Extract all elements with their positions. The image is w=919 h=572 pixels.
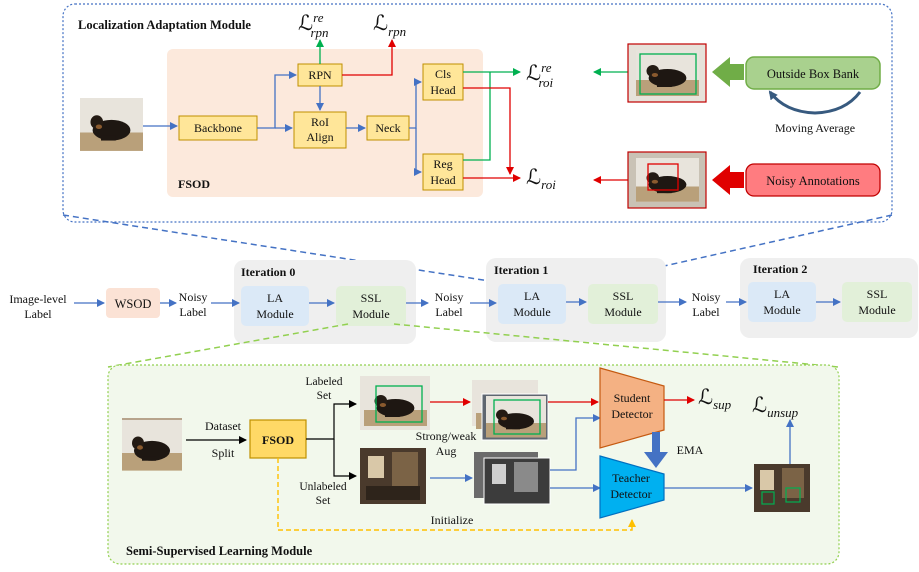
reg-head-label-1: Reg: [433, 157, 452, 171]
labeled-set-label-1: Labeled: [305, 376, 342, 388]
fsod-label: FSOD: [178, 177, 210, 191]
dataset-label: Dataset: [205, 419, 242, 433]
augmented-labeled-images: [472, 380, 549, 441]
noisy-label-0-a: Noisy: [179, 290, 208, 304]
labeled-set-label-2: Set: [317, 390, 333, 402]
ssl-0-label-2: Module: [352, 307, 389, 321]
initialize-label: Initialize: [431, 513, 474, 527]
moving-average-label: Moving Average: [775, 121, 855, 135]
la-module-2: [748, 282, 816, 322]
la-module-1: [498, 284, 566, 324]
ssl-0-label-1: SSL: [361, 291, 382, 305]
unlabeled-set-label-2: Set: [316, 495, 332, 507]
image-level-label-1: Image-level: [9, 292, 67, 306]
wsod-box: [106, 288, 160, 318]
outside-box-image: [627, 43, 707, 103]
noisy-label-1-a: Noisy: [435, 290, 464, 304]
loss-roi: ℒroi: [526, 165, 556, 192]
cls-head-label-1: Cls: [435, 67, 451, 81]
ssl-module-2: [842, 282, 912, 322]
backbone-label: Backbone: [194, 121, 242, 135]
iteration-1-label: Iteration 1: [494, 263, 548, 277]
ema-arrow: [644, 432, 668, 468]
loss-sup: ℒsup: [698, 385, 732, 412]
ssl-1-label-2: Module: [604, 305, 641, 319]
la-2-label-2: Module: [763, 303, 800, 317]
ssl-1-label-1: SSL: [613, 289, 634, 303]
roi-align-label-2: Align: [306, 130, 333, 144]
split-arrows: [306, 400, 357, 480]
la-module-title: Localization Adaptation Module: [78, 18, 251, 32]
outside-box-bank-label: Outside Box Bank: [767, 67, 860, 81]
moving-average-arrow: [768, 90, 862, 115]
la-2-label-1: LA: [774, 287, 790, 301]
roi-align-label-1: RoI: [311, 115, 329, 129]
ssl-fsod-box: [249, 419, 307, 459]
student-detector: [599, 367, 665, 449]
ssl-module-1: [588, 284, 658, 324]
ssl-fsod-label: FSOD: [262, 433, 294, 447]
noisy-label-0-b: Label: [179, 305, 207, 319]
zoom-line-ssl-right: [393, 323, 839, 368]
noisy-label-2-b: Label: [692, 305, 720, 319]
la-module-0: [241, 286, 309, 326]
cls-head-block: [422, 63, 464, 101]
outside-box-arrow: [712, 57, 744, 87]
ssl-2-label-2: Module: [858, 303, 895, 317]
aug-label-2: Aug: [436, 444, 457, 458]
reg-head-label-2: Head: [430, 173, 455, 187]
backbone-block: [178, 115, 258, 141]
labeled-image: [360, 376, 430, 430]
student-label-2: Detector: [611, 407, 652, 421]
teacher-detector: [599, 455, 665, 519]
ssl-module-title: Semi-Supervised Learning Module: [126, 544, 313, 558]
neck-label: Neck: [375, 121, 400, 135]
rpn-label: RPN: [308, 68, 332, 82]
ssl-2-label-1: SSL: [867, 287, 888, 301]
augmented-unlabeled-images: [474, 452, 551, 505]
student-label-1: Student: [614, 391, 651, 405]
image-level-label-2: Label: [24, 307, 52, 321]
la-1-label-1: LA: [524, 289, 540, 303]
ema-label: EMA: [677, 443, 704, 457]
wsod-label: WSOD: [115, 297, 152, 311]
la-1-label-2: Module: [513, 305, 550, 319]
la-input-image: [80, 98, 143, 151]
pseudo-label-image: [754, 464, 810, 512]
dataset-image: [122, 418, 182, 471]
initialize-arrow: [277, 458, 636, 531]
ssl-module-0: [336, 286, 406, 326]
pipeline-arrows: [74, 298, 841, 307]
noisy-label-1-b: Label: [435, 305, 463, 319]
zoom-line-la-left: [62, 214, 523, 287]
roi-align-block: [293, 111, 347, 149]
iteration-0-label: Iteration 0: [241, 265, 295, 279]
unlabeled-set-label-1: Unlabeled: [299, 481, 347, 493]
noisy-annotations-label: Noisy Annotations: [766, 174, 860, 188]
noisy-annotation-image: [627, 151, 707, 209]
noisy-annotations-box: [745, 163, 881, 197]
noisy-annotations-arrow: [712, 165, 744, 195]
reg-head-block: [422, 153, 464, 191]
outside-box-bank: [745, 56, 881, 90]
loss-rpn: ℒrpn: [373, 11, 406, 39]
la-0-label-2: Module: [256, 307, 293, 321]
teacher-label-2: Detector: [610, 487, 651, 501]
la-internal-arrows: [257, 71, 422, 176]
iteration-2-label: Iteration 2: [753, 262, 807, 276]
cls-head-label-2: Head: [430, 83, 455, 97]
rpn-loss-arrows: [316, 39, 396, 76]
unlabeled-image: [360, 448, 426, 504]
zoom-line-ssl-left: [107, 323, 349, 368]
split-label: Split: [212, 446, 235, 460]
head-loss-arrows: [463, 68, 521, 182]
aug-label-1: Strong/weak: [416, 429, 477, 443]
la-0-label-1: LA: [267, 291, 283, 305]
noisy-label-2-a: Noisy: [692, 290, 721, 304]
loss-unsup: ℒunsup: [752, 393, 799, 420]
teacher-label-1: Teacher: [612, 471, 650, 485]
